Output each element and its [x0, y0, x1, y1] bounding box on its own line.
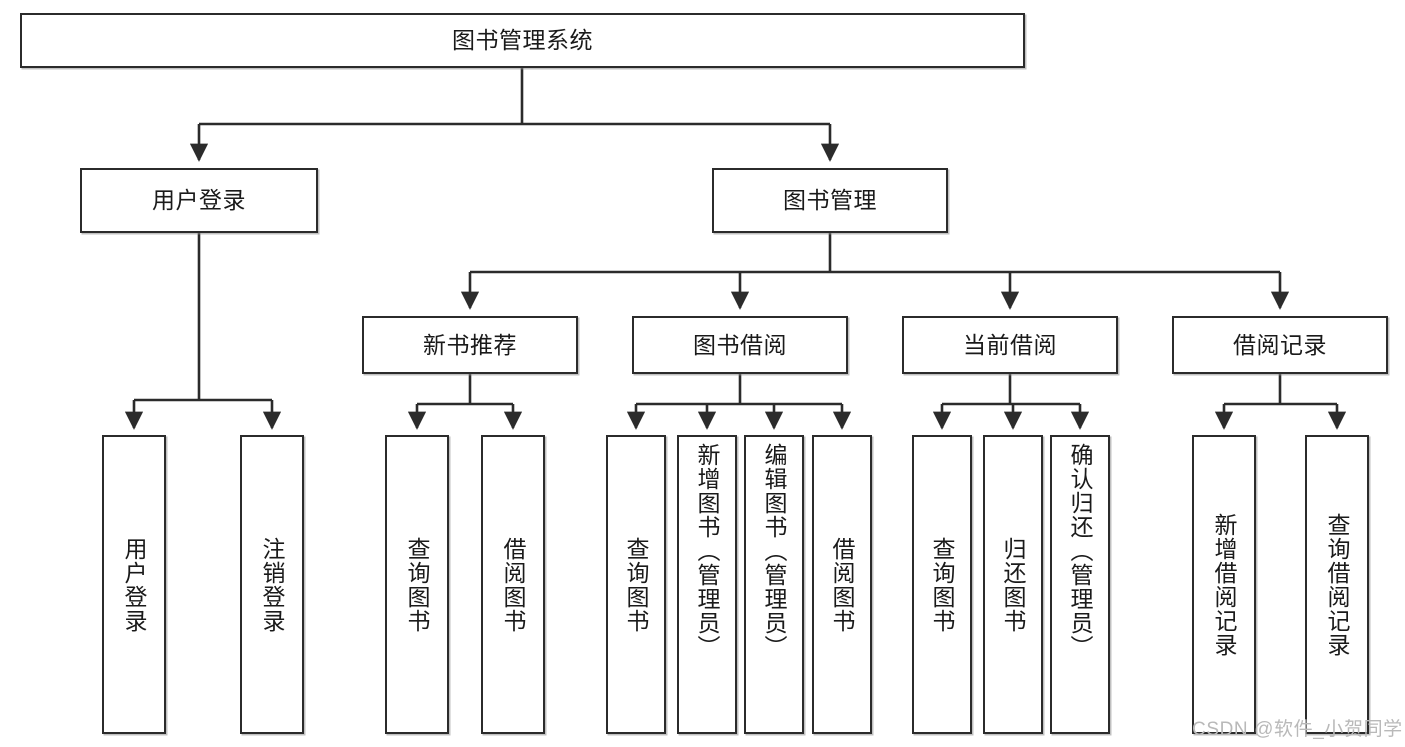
node-user-login[interactable]: 用户登录	[80, 168, 318, 233]
node-leaf-confirm-return-admin[interactable]: 确认归还（管理员）	[1050, 435, 1110, 734]
node-label: 用户登录	[152, 187, 246, 214]
node-label: 确认归还（管理员）	[1067, 443, 1094, 659]
node-new-book-recommend[interactable]: 新书推荐	[362, 316, 578, 374]
node-label: 借阅图书	[829, 536, 856, 633]
node-leaf-user-logout[interactable]: 注销登录	[240, 435, 304, 734]
node-leaf-user-login[interactable]: 用户登录	[102, 435, 166, 734]
watermark-text: CSDN @软件_小贺同学	[1192, 719, 1403, 740]
node-current-borrow[interactable]: 当前借阅	[902, 316, 1118, 374]
node-label: 图书借阅	[693, 331, 787, 358]
node-label: 当前借阅	[963, 331, 1057, 358]
node-label: 归还图书	[1000, 536, 1027, 633]
node-borrow-record[interactable]: 借阅记录	[1172, 316, 1388, 374]
node-label: 注销登录	[259, 536, 286, 633]
node-leaf-add-book-admin[interactable]: 新增图书（管理员）	[677, 435, 737, 734]
node-book-borrow[interactable]: 图书借阅	[632, 316, 848, 374]
node-leaf-query-book-recommend[interactable]: 查询图书	[385, 435, 449, 734]
node-leaf-query-book-borrow[interactable]: 查询图书	[606, 435, 666, 734]
node-leaf-borrow-book-recommend[interactable]: 借阅图书	[481, 435, 545, 734]
node-label: 查询借阅记录	[1324, 512, 1351, 657]
node-leaf-query-borrow-record[interactable]: 查询借阅记录	[1305, 435, 1369, 734]
node-label: 借阅记录	[1233, 331, 1327, 358]
node-leaf-edit-book-admin[interactable]: 编辑图书（管理员）	[744, 435, 804, 734]
node-label: 查询图书	[929, 536, 956, 633]
node-label: 新书推荐	[423, 331, 517, 358]
node-label: 图书管理系统	[452, 27, 593, 54]
node-label: 新增图书（管理员）	[694, 443, 721, 659]
node-leaf-query-book-current[interactable]: 查询图书	[912, 435, 972, 734]
node-label: 查询图书	[404, 536, 431, 633]
node-label: 新增借阅记录	[1211, 512, 1238, 657]
node-leaf-add-borrow-record[interactable]: 新增借阅记录	[1192, 435, 1256, 734]
node-leaf-return-book[interactable]: 归还图书	[983, 435, 1043, 734]
node-leaf-borrow-book[interactable]: 借阅图书	[812, 435, 872, 734]
node-root-system[interactable]: 图书管理系统	[20, 13, 1025, 68]
node-label: 编辑图书（管理员）	[761, 443, 788, 659]
node-label: 用户登录	[121, 536, 148, 633]
node-label: 借阅图书	[500, 536, 527, 633]
node-book-manage[interactable]: 图书管理	[712, 168, 948, 233]
node-label: 查询图书	[623, 536, 650, 633]
node-label: 图书管理	[783, 187, 877, 214]
